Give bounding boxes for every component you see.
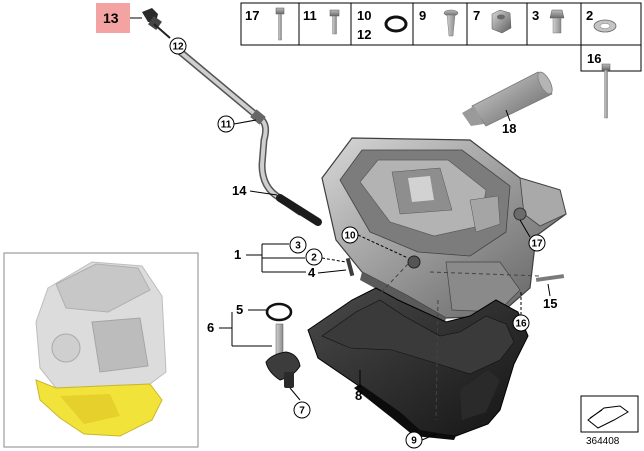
legend-strip: 17 11 10 12 9 (240, 2, 642, 46)
label-14[interactable]: 14 (232, 183, 278, 198)
label-8[interactable]: 8 (355, 370, 362, 403)
callout-16[interactable]: 16 (512, 290, 530, 332)
legend-part-3[interactable]: 3 (532, 8, 565, 34)
callout-12[interactable]: 12 (169, 37, 187, 55)
clip-icon (443, 9, 459, 37)
legend-number: 3 (532, 8, 539, 23)
svg-text:16: 16 (515, 319, 527, 330)
legend-number: 10 (357, 8, 371, 23)
legend-part-7[interactable]: 7 (473, 8, 512, 34)
label-15[interactable]: 15 (535, 274, 565, 311)
legend-part-9[interactable]: 9 (419, 8, 459, 37)
legend-number: 11 (303, 8, 317, 23)
label-4[interactable]: 4 (308, 265, 316, 280)
svg-text:5: 5 (236, 302, 243, 317)
svg-text:2: 2 (311, 253, 317, 264)
long-bolt-icon (601, 63, 611, 119)
dipstick-guide-tube[interactable] (174, 46, 322, 226)
svg-text:6: 6 (207, 320, 214, 335)
assembly-lines (373, 263, 541, 421)
bolt-icon (275, 7, 285, 41)
svg-text:9: 9 (411, 436, 417, 447)
label-group-1-4: 1 3 2 4 (234, 236, 355, 280)
svg-text:7: 7 (299, 406, 305, 417)
legend-number: 17 (245, 8, 259, 23)
callout-11[interactable]: 11 (217, 115, 257, 133)
legend-part-2[interactable]: 2 (586, 8, 617, 33)
legend-number: 12 (357, 27, 371, 42)
seal-ring-icon (384, 15, 408, 33)
lower-oil-pan[interactable] (307, 287, 529, 440)
legend-part-10-12[interactable]: 10 12 (357, 8, 408, 42)
diagram-code: 364408 (586, 436, 620, 447)
svg-text:1: 1 (234, 247, 241, 262)
callout-7[interactable]: 7 (289, 387, 311, 419)
diagram-id-box: 364408 (580, 395, 639, 447)
callout-3[interactable]: 3 (289, 236, 307, 254)
nut-icon (491, 9, 512, 34)
svg-text:15: 15 (543, 296, 557, 311)
callout-9[interactable]: 9 (405, 431, 437, 449)
legend-part-17[interactable]: 17 (245, 7, 285, 41)
engine-oil-pan-highlight (35, 379, 163, 437)
svg-text:3: 3 (295, 241, 301, 252)
callout-10[interactable]: 10 (341, 226, 409, 259)
screw-plug-icon (549, 9, 565, 34)
svg-text:18: 18 (502, 121, 516, 136)
label-1[interactable]: 1 (234, 247, 241, 262)
oil-level-sensor[interactable] (265, 302, 301, 388)
label-5[interactable]: 5 (236, 302, 243, 317)
oil-dipstick-handle-icon (142, 8, 171, 39)
label-6[interactable]: 6 (207, 320, 214, 335)
upper-oil-pan[interactable] (321, 137, 567, 326)
part-number-13: 13 (103, 10, 119, 26)
legend-number: 16 (587, 51, 601, 66)
callout-17[interactable]: 17 (519, 219, 546, 252)
svg-text:14: 14 (232, 183, 247, 198)
legend-part-16[interactable]: 16 (580, 44, 642, 119)
label-group-5-6: 6 5 (207, 302, 272, 347)
engine-block-icon (35, 261, 167, 389)
legend-number: 7 (473, 8, 480, 23)
sealant-tube[interactable]: 18 (462, 70, 555, 136)
legend-part-11[interactable]: 11 (303, 8, 340, 35)
view-direction-arrow-icon (587, 405, 629, 429)
selected-part-13[interactable]: 13 (96, 3, 171, 39)
svg-text:10: 10 (344, 231, 356, 242)
legend-number: 2 (586, 8, 593, 23)
svg-text:17: 17 (531, 239, 543, 250)
svg-text:4: 4 (308, 265, 316, 280)
legend-number: 9 (419, 8, 426, 23)
svg-text:8: 8 (355, 388, 362, 403)
bolt-icon (329, 9, 340, 35)
svg-text:12: 12 (172, 42, 184, 53)
svg-text:11: 11 (221, 120, 232, 131)
selection-highlight (96, 3, 130, 33)
callout-2[interactable]: 2 (305, 248, 323, 266)
engine-overview-inset[interactable] (3, 252, 199, 448)
